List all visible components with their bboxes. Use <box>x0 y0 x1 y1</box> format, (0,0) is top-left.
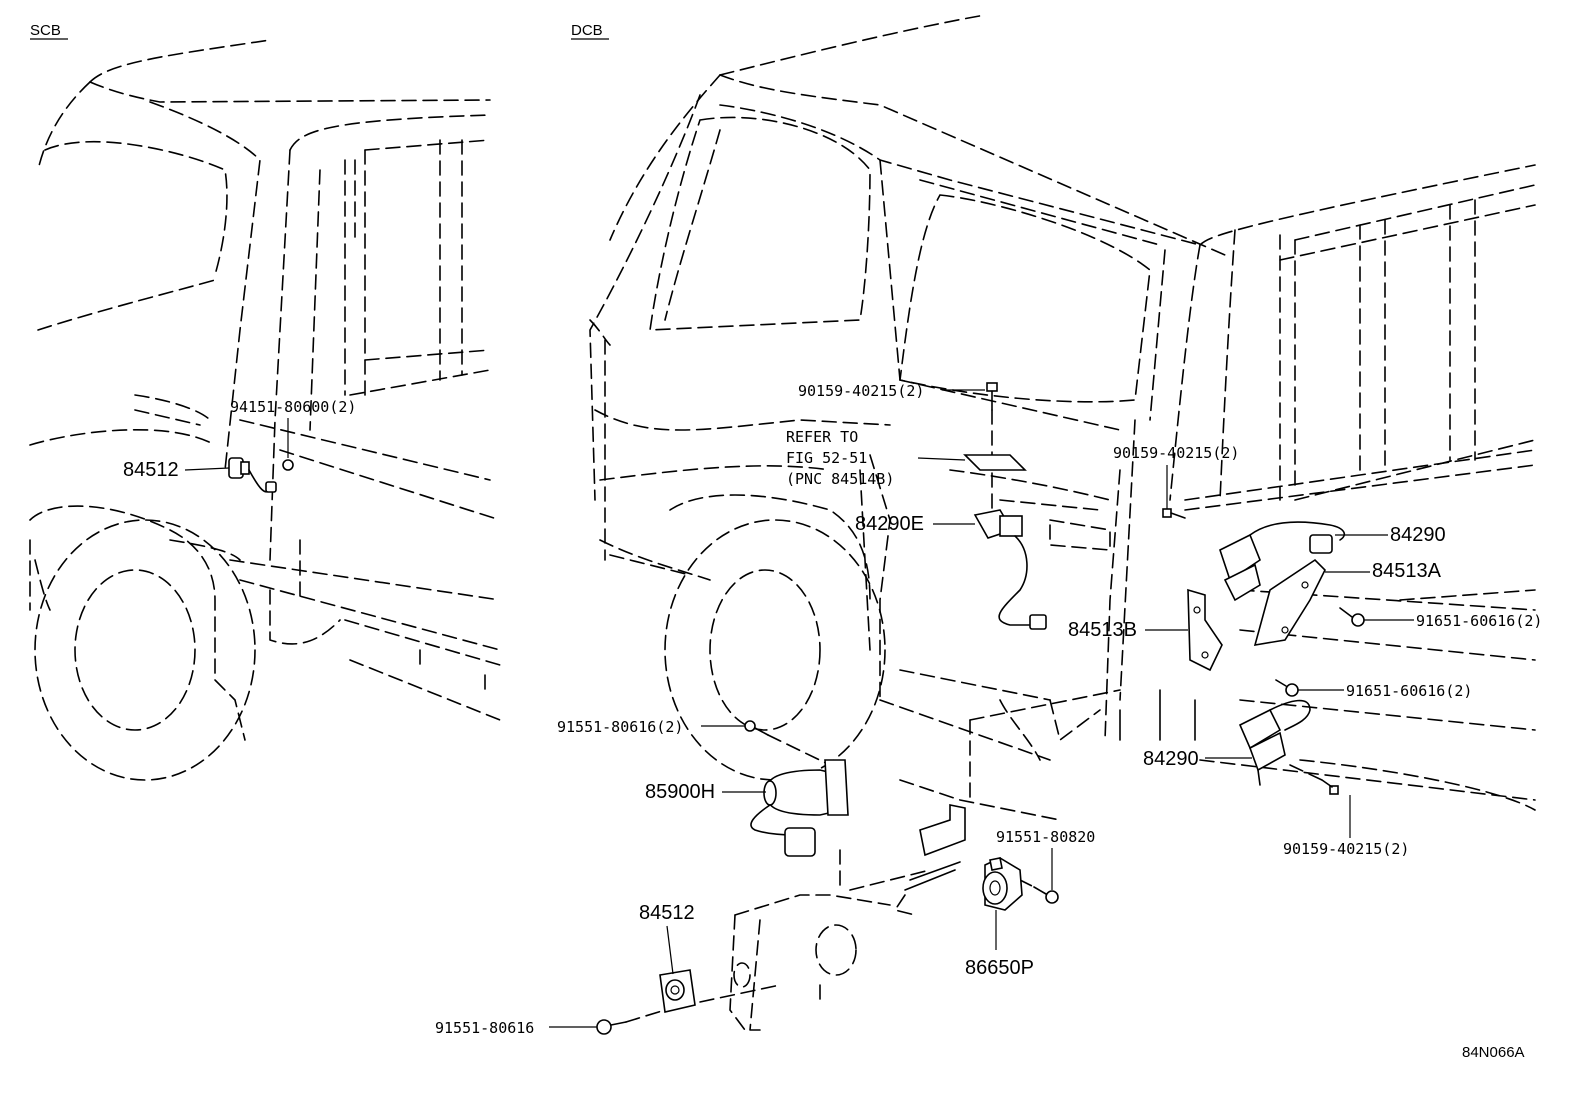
refer-bracket <box>963 454 1027 471</box>
lower-panel <box>699 894 891 1031</box>
svg-text:86650P: 86650P <box>965 957 1034 979</box>
buzzer-86650P <box>982 857 1023 911</box>
callout-84290E: 84290E <box>855 513 975 535</box>
diagram-code: 84N066A <box>1462 1044 1525 1061</box>
callout-91551-80820: 91551-80820 <box>996 828 1095 890</box>
svg-text:91551-80616: 91551-80616 <box>435 1019 534 1037</box>
svg-text:90159-40215(2): 90159-40215(2) <box>1113 444 1239 462</box>
svg-text:90159-40215(2): 90159-40215(2) <box>798 382 924 400</box>
callout-84512-scb: 84512 <box>123 459 230 481</box>
screw-91651-a <box>1339 607 1365 627</box>
svg-text:REFER TO: REFER TO <box>786 428 858 446</box>
section-label-dcb: DCB <box>571 22 609 40</box>
bracket-84513A <box>1253 558 1326 646</box>
svg-text:94151-80600(2): 94151-80600(2) <box>230 398 356 416</box>
svg-text:SCB: SCB <box>30 22 61 39</box>
buzzer-85900H <box>750 759 849 857</box>
svg-text:84290: 84290 <box>1143 748 1199 770</box>
callout-90159-top: 90159-40215(2) <box>798 382 985 400</box>
switch-84290-bottom <box>1238 699 1311 786</box>
dcb-truck-outline <box>589 14 1536 821</box>
bracket-84513B <box>1187 588 1223 672</box>
callout-91651-b: 91651-60616(2) <box>1298 682 1472 700</box>
center-bracket <box>839 689 1121 916</box>
switch-84290-top <box>1219 521 1346 602</box>
svg-text:84512: 84512 <box>639 902 695 924</box>
bolt-90159-bottom <box>1289 764 1339 795</box>
callout-84513B: 84513B <box>1068 619 1188 641</box>
svg-text:84290: 84290 <box>1390 524 1446 546</box>
svg-text:91651-60616(2): 91651-60616(2) <box>1416 612 1542 630</box>
bolt-90159-right <box>1162 508 1186 519</box>
svg-text:FIG 52-51: FIG 52-51 <box>786 449 867 467</box>
svg-text:84512: 84512 <box>123 459 179 481</box>
callout-84290-bottom: 84290 <box>1143 748 1252 770</box>
callout-84513A: 84513A <box>1325 560 1442 582</box>
callout-91651-a: 91651-60616(2) <box>1364 612 1542 630</box>
svg-text:85900H: 85900H <box>645 781 715 803</box>
bolt-90159-top <box>986 382 998 516</box>
callout-90159-right: 90159-40215(2) <box>1113 444 1239 509</box>
svg-text:84290E: 84290E <box>855 513 924 535</box>
callout-84512-bottom: 84512 <box>639 902 695 975</box>
harness-84290E <box>973 509 1047 630</box>
callout-85900H: 85900H <box>645 781 766 803</box>
screw-91651-b <box>1275 679 1299 697</box>
svg-text:91651-60616(2): 91651-60616(2) <box>1346 682 1472 700</box>
callout-94151: 94151-80600(2) <box>230 398 356 458</box>
screw-91551-80616 <box>596 1009 666 1035</box>
svg-text:DCB: DCB <box>571 22 603 39</box>
svg-text:84513B: 84513B <box>1068 619 1137 641</box>
section-label-scb: SCB <box>30 22 68 40</box>
callout-84290-top: 84290 <box>1335 524 1446 546</box>
svg-text:91551-80616(2): 91551-80616(2) <box>557 718 683 736</box>
callout-91551-80616-2: 91551-80616(2) <box>557 718 745 736</box>
svg-text:91551-80820: 91551-80820 <box>996 828 1095 846</box>
refer-note: REFER TO FIG 52-51 (PNC 84514B) <box>786 428 966 488</box>
door-switch-84512-bottom <box>659 969 696 1013</box>
scb-door-switch-84512 <box>228 457 294 493</box>
svg-text:84513A: 84513A <box>1372 560 1442 582</box>
svg-text:90159-40215(2): 90159-40215(2) <box>1283 840 1409 858</box>
svg-text:(PNC 84514B): (PNC 84514B) <box>786 470 894 488</box>
callout-91551-80616: 91551-80616 <box>435 1019 597 1037</box>
screw-91551-80616-2 <box>744 720 831 766</box>
scb-truck-outline <box>29 39 501 781</box>
callout-90159-bottom: 90159-40215(2) <box>1283 795 1409 858</box>
callout-86650P: 86650P <box>965 910 1034 979</box>
